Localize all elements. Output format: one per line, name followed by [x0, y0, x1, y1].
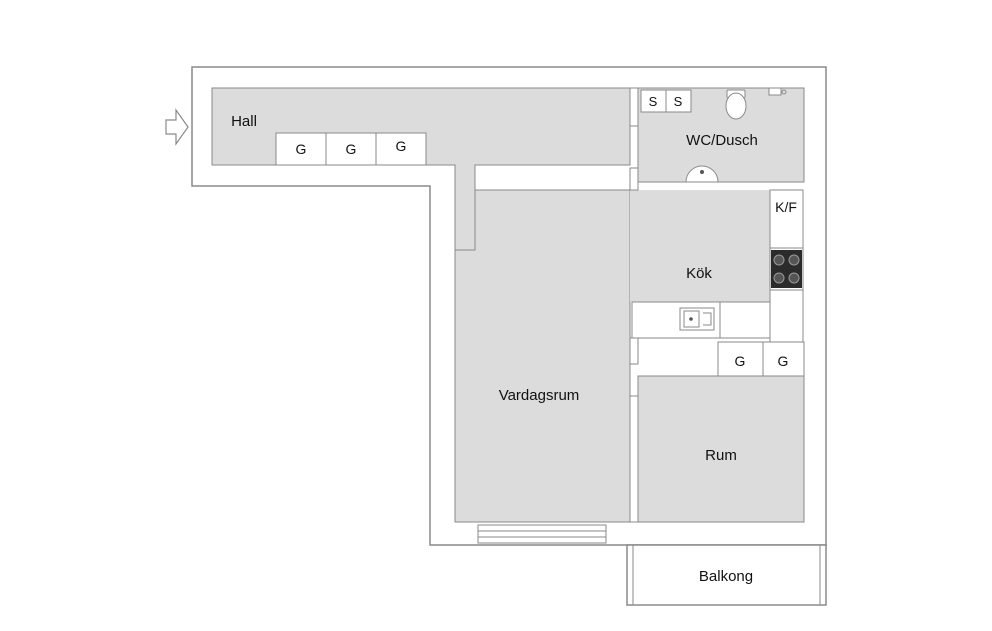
wardrobe-label: G	[735, 353, 746, 369]
wardrobe	[375, 132, 427, 166]
wardrobe-label: G	[396, 138, 407, 154]
wall-segment	[629, 337, 639, 365]
wardrobe	[762, 341, 805, 377]
storage-label: S	[674, 94, 683, 109]
storage-label: S	[649, 94, 658, 109]
balcony	[626, 544, 827, 606]
room-label-living-room: Vardagsrum	[499, 387, 580, 404]
storage-cabinet	[665, 89, 692, 113]
room-label-balcony: Balkong	[699, 568, 753, 585]
room-label-bedroom: Rum	[705, 447, 737, 464]
wardrobe	[325, 132, 377, 166]
toilet-icon	[725, 89, 747, 120]
kitchen-floor	[630, 190, 770, 302]
wardrobe-label: G	[346, 141, 357, 157]
washbasin-icon	[685, 165, 719, 183]
wardrobe	[717, 341, 764, 377]
fridge-freezer-label: K/F	[775, 199, 797, 215]
living-room-floor	[454, 189, 631, 523]
wall-segment	[629, 167, 639, 191]
wall-segment	[629, 87, 639, 127]
stove-icon	[771, 250, 802, 288]
window	[477, 524, 607, 544]
faucet-icon	[768, 87, 787, 96]
sink-icon	[679, 307, 715, 331]
entrance-arrow-icon	[165, 108, 189, 146]
wardrobe-label: G	[778, 353, 789, 369]
room-label-wc: WC/Dusch	[686, 132, 758, 149]
wardrobe-label: G	[296, 141, 307, 157]
room-label-kitchen: Kök	[686, 265, 712, 282]
wall-segment	[629, 395, 639, 523]
hall-wardrobes: G G G	[275, 132, 427, 166]
wardrobe	[275, 132, 327, 166]
room-label-hall: Hall	[231, 113, 257, 130]
